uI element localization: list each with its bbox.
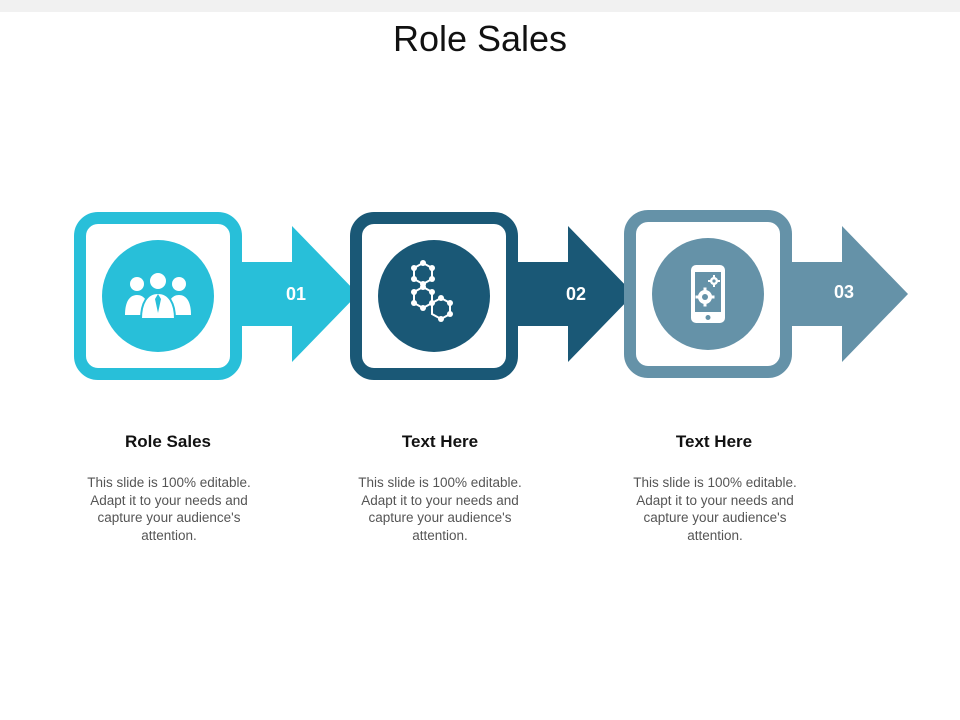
step-2-number: 02 xyxy=(565,284,587,304)
step-2-description: This slide is 100% editable. Adapt it to… xyxy=(358,475,522,543)
step-3-description: This slide is 100% editable. Adapt it to… xyxy=(633,475,797,543)
hexagon-network-icon xyxy=(411,260,453,322)
step-2-arrow xyxy=(504,226,634,362)
step-3-number: 03 xyxy=(833,282,855,302)
slide-title: Role Sales xyxy=(392,18,568,59)
step-1-number: 01 xyxy=(285,284,307,304)
step-2-heading: Text Here xyxy=(401,432,479,451)
step-1-heading: Role Sales xyxy=(125,432,211,451)
step-3-arrow xyxy=(778,226,908,362)
top-strip xyxy=(0,0,960,12)
mobile-settings-icon xyxy=(691,265,725,323)
step-2-circle xyxy=(378,240,490,352)
team-people-icon xyxy=(125,271,191,320)
step-1-description: This slide is 100% editable. Adapt it to… xyxy=(87,475,251,543)
step-3-circle xyxy=(652,238,764,350)
step-3-heading: Text Here xyxy=(675,432,753,451)
step-1-circle xyxy=(102,240,214,352)
step-1-arrow xyxy=(228,226,358,362)
